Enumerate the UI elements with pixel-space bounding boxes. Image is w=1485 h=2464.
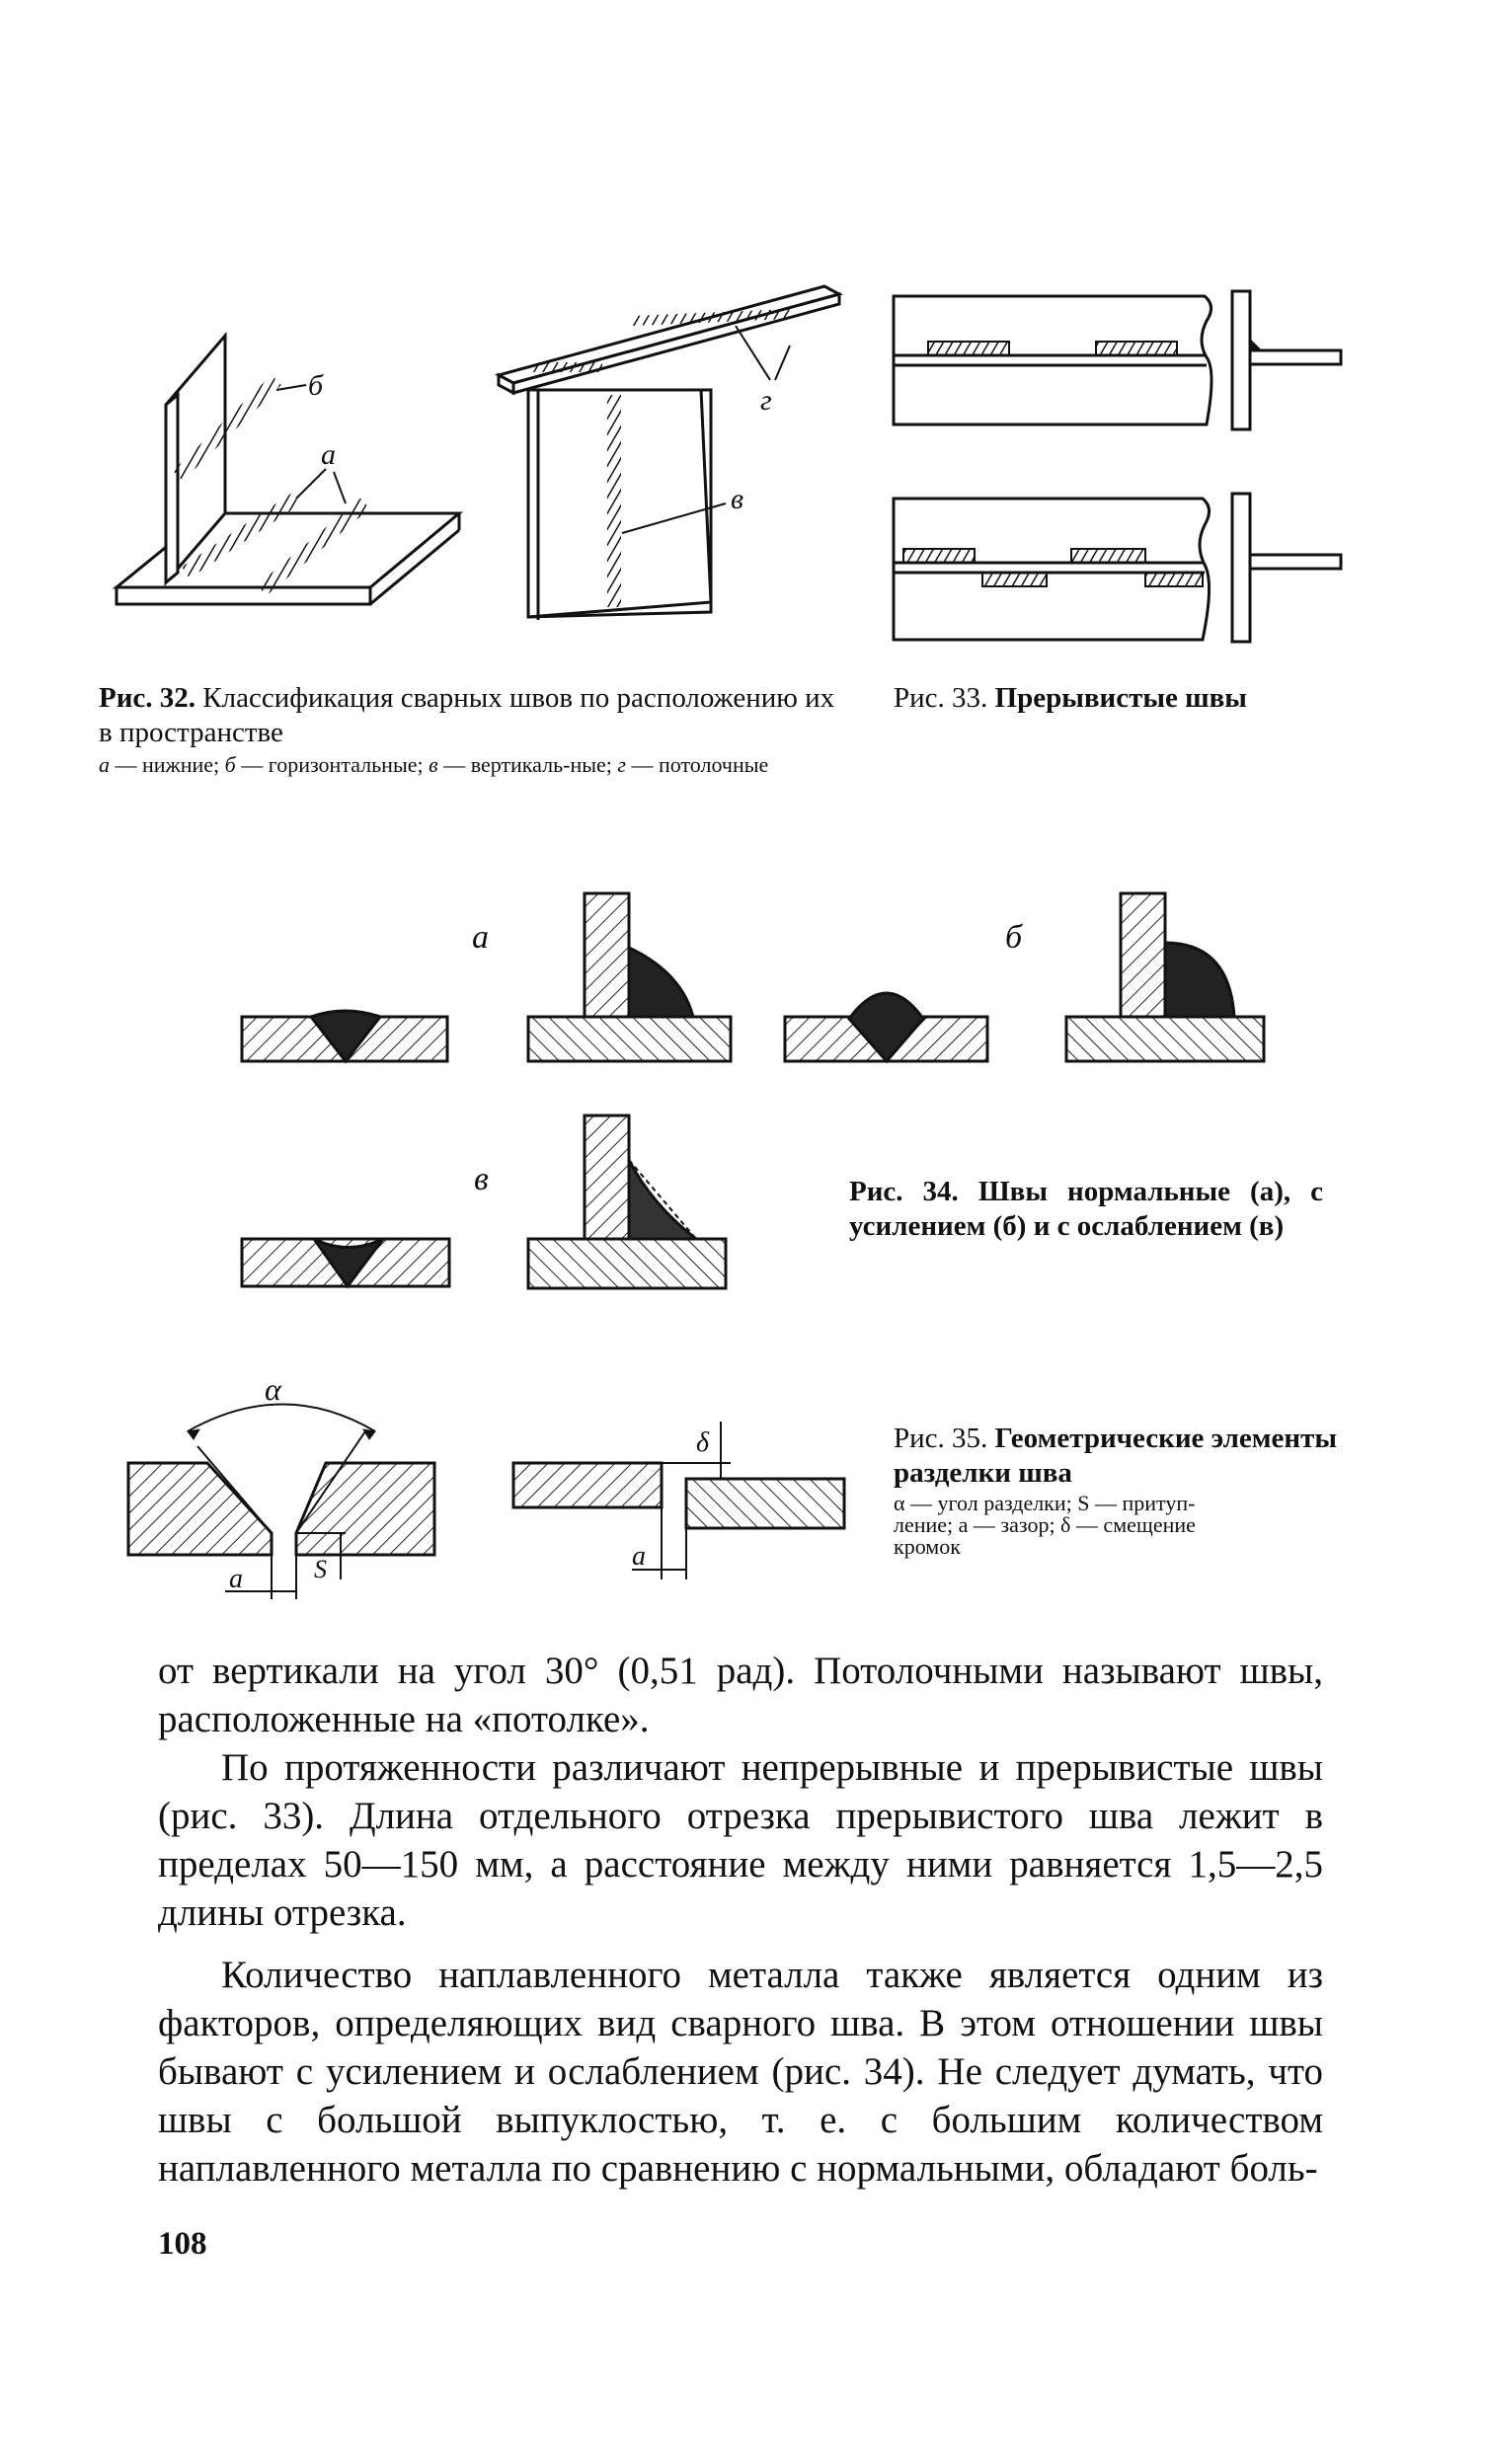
fig35-legend-line1: α — угол разделки; S — притуп-: [894, 1491, 1196, 1515]
fig32-drawing: [112, 284, 844, 620]
fig33-caption-number: Рис. 33.: [894, 682, 988, 714]
paragraph-2: По протяженности различают непрерывные и…: [158, 1746, 1323, 1934]
fig32-label-v: в: [731, 483, 743, 515]
fig32-caption-number: Рис. 32.: [99, 682, 196, 714]
fig35-caption-number: Рис. 35.: [894, 1423, 988, 1454]
figures-canvas: б а в г: [112, 284, 1343, 1599]
fig35-caption: Рис. 35. Геометрические элементы разделк…: [894, 1422, 1372, 1558]
page-number: 108: [158, 2226, 207, 2262]
fig34-caption-number: Рис. 34.: [849, 1176, 959, 1207]
fig34-label-v: в: [474, 1161, 489, 1197]
fig32-legend: а — нижние; б — горизонтальные; в — верт…: [99, 754, 849, 776]
fig32-legend-key-a: а: [99, 752, 110, 777]
body-text: от вертикали на угол 30° (0,51 рад). Пот…: [158, 1647, 1323, 2193]
fig35-label-a2: а: [632, 1541, 646, 1572]
fig34-caption-title: Швы нормальные (а), с усилением (б) и с …: [849, 1176, 1323, 1242]
fig35-caption-title: Геометрические элементы разделки шва: [894, 1423, 1338, 1489]
fig34-label-b: б: [1005, 919, 1024, 956]
paragraph-1: от вертикали на угол 30° (0,51 рад). Пот…: [158, 1650, 1323, 1740]
fig33-caption-title: Прерывистые швы: [994, 682, 1247, 714]
fig32-legend-key-g: г: [617, 752, 626, 777]
fig35-label-s: S: [314, 1555, 327, 1583]
fig32-legend-text-b: — горизонтальные;: [241, 752, 424, 777]
fig32-label-b: б: [308, 369, 324, 402]
fig33-caption: Рис. 33. Прерывистые швы: [894, 681, 1387, 716]
paragraph-3: Количество наплавленного металла также я…: [158, 1954, 1323, 2190]
fig33-drawing: [892, 289, 1343, 644]
fig32-label-g: г: [760, 384, 772, 417]
fig32-legend-key-b: б: [224, 752, 236, 777]
fig35-legend-line2: ление; а — зазор; δ — смещение: [894, 1512, 1196, 1537]
fig32-caption-title: Классификация сварных швов по расположен…: [99, 682, 835, 748]
fig35-label-alpha: α: [265, 1371, 282, 1407]
fig35-legend-line3: кромок: [894, 1534, 961, 1559]
fig32-legend-key-v: в: [429, 752, 438, 777]
fig34-drawing: [240, 891, 1266, 1290]
fig32-label-a: а: [321, 438, 336, 471]
fig34-caption: Рис. 34. Швы нормальные (а), с усилением…: [849, 1175, 1323, 1244]
fig32-caption: Рис. 32. Классификация сварных швов по р…: [99, 681, 849, 776]
fig32-legend-text-a: — нижние;: [115, 752, 220, 777]
fig34-label-a: а: [472, 919, 489, 956]
fig35-label-a1: а: [229, 1564, 243, 1594]
fig35-label-delta: δ: [696, 1427, 710, 1458]
fig32-legend-text-g: — потолочные: [631, 752, 769, 777]
fig32-legend-text-v: — вертикаль-ные;: [443, 752, 612, 777]
fig35-drawing: [126, 1403, 846, 1599]
